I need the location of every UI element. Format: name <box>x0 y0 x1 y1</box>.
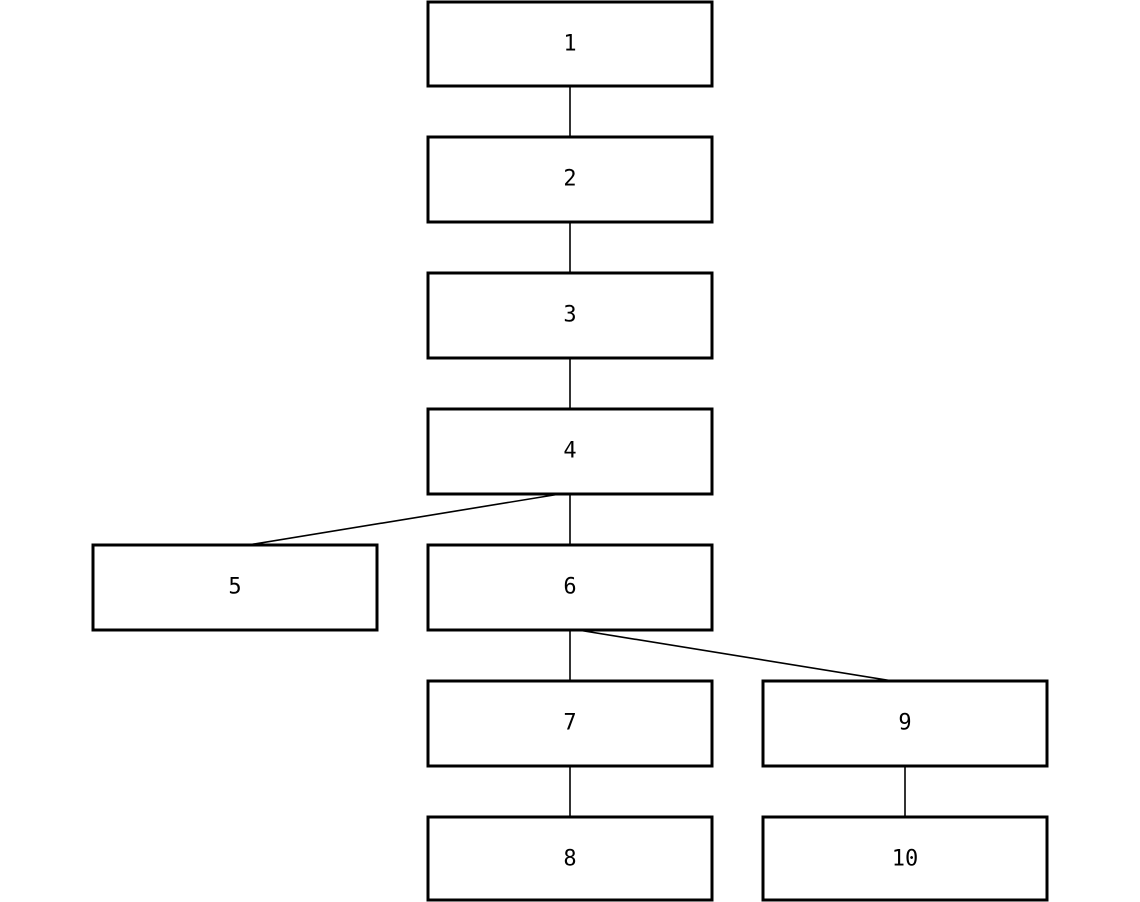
node-3-label: 3 <box>563 303 576 328</box>
node-4: 4 <box>426 407 714 496</box>
node-6-label: 6 <box>563 575 576 600</box>
node-7: 7 <box>426 679 714 768</box>
node-5-label: 5 <box>228 575 241 600</box>
node-9: 9 <box>761 679 1049 768</box>
node-1-label: 1 <box>563 32 576 57</box>
edge-6-9 <box>577 629 894 682</box>
node-4-label: 4 <box>563 439 576 464</box>
node-2-label: 2 <box>563 167 576 192</box>
node-8: 8 <box>426 815 714 902</box>
node-2: 2 <box>426 135 714 224</box>
edges-layer <box>247 86 906 817</box>
node-8-label: 8 <box>563 847 576 872</box>
edge-4-5 <box>247 493 561 546</box>
node-1: 1 <box>426 0 714 88</box>
nodes-layer: 1 2 3 4 5 6 7 8 <box>91 0 1049 902</box>
node-10-label: 10 <box>892 847 919 872</box>
node-6: 6 <box>426 543 714 632</box>
node-9-label: 9 <box>898 711 911 736</box>
node-10: 10 <box>761 815 1049 902</box>
node-7-label: 7 <box>563 711 576 736</box>
node-3: 3 <box>426 271 714 360</box>
node-5: 5 <box>91 543 379 632</box>
